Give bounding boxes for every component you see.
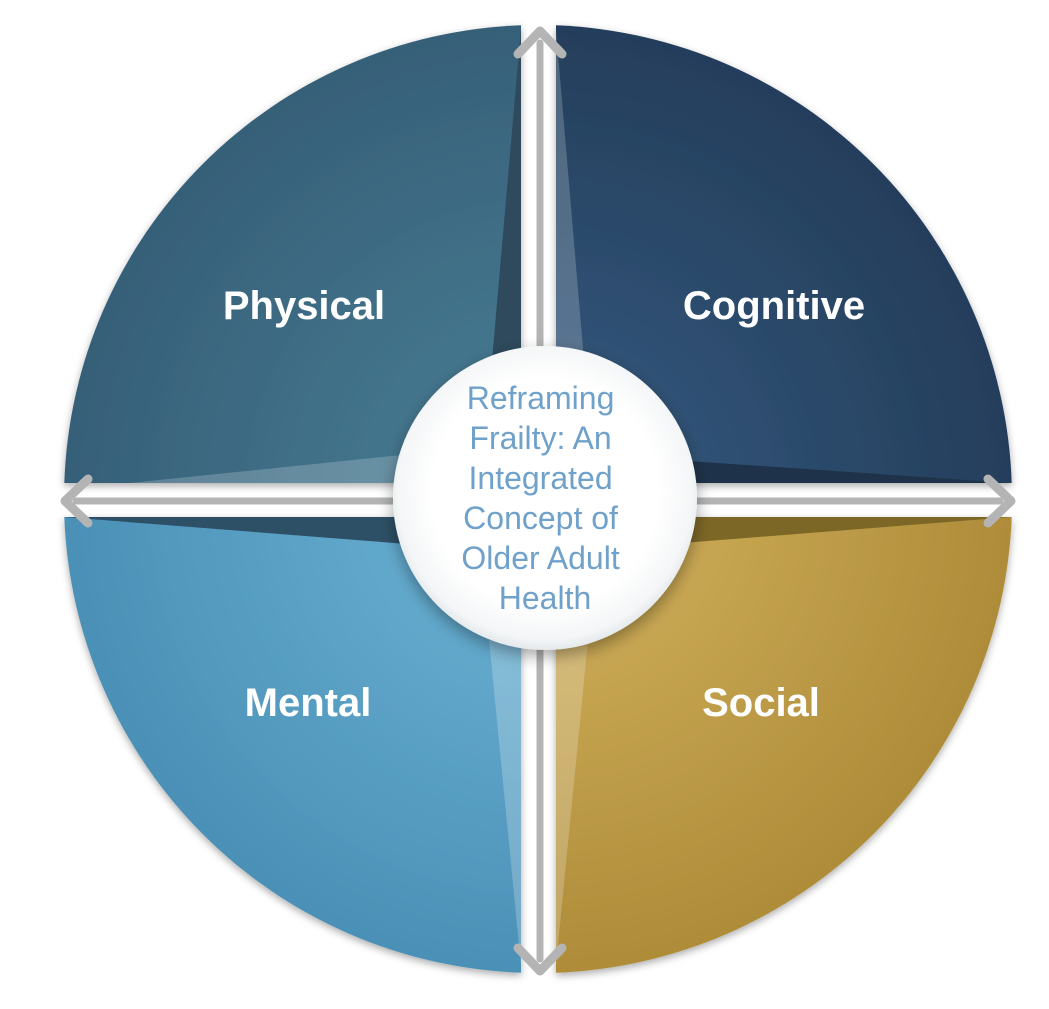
quadrant-social bbox=[556, 517, 1012, 973]
shade-physical-right bbox=[491, 28, 521, 372]
center-title-line: Health bbox=[499, 580, 592, 616]
quadrant-cognitive bbox=[556, 25, 1012, 484]
arrowhead-up bbox=[513, 26, 567, 59]
center-title-line: Integrated bbox=[469, 460, 613, 496]
highlight-cognitive-left bbox=[556, 30, 585, 372]
center-title-line: Concept of bbox=[463, 500, 618, 536]
arrowhead-right bbox=[983, 474, 1016, 528]
center-circle bbox=[393, 346, 697, 650]
center-title-line: Older Adult bbox=[461, 540, 619, 576]
quadrant-label-cognitive: Cognitive bbox=[683, 284, 865, 328]
quadrant-label-physical: Physical bbox=[223, 284, 385, 328]
quadrant-sectors bbox=[64, 25, 1012, 973]
highlight-mental-right bbox=[489, 640, 521, 965]
arrowhead-down bbox=[513, 943, 567, 976]
highlight-social-left bbox=[556, 640, 588, 965]
quadrant-label-mental: Mental bbox=[245, 681, 372, 725]
center-title: Reframing Frailty: An Integrated Concept… bbox=[461, 380, 628, 616]
center-title-line: Reframing bbox=[467, 380, 615, 416]
arrowhead-left bbox=[60, 474, 93, 528]
center-circle-group: Reframing Frailty: An Integrated Concept… bbox=[393, 346, 697, 650]
center-title-line: Frailty: An bbox=[469, 420, 611, 456]
quadrant-physical bbox=[64, 25, 522, 484]
quadrant-mental bbox=[64, 517, 522, 973]
highlight-physical-bottom bbox=[130, 449, 460, 483]
quadrant-label-social: Social bbox=[702, 681, 820, 725]
